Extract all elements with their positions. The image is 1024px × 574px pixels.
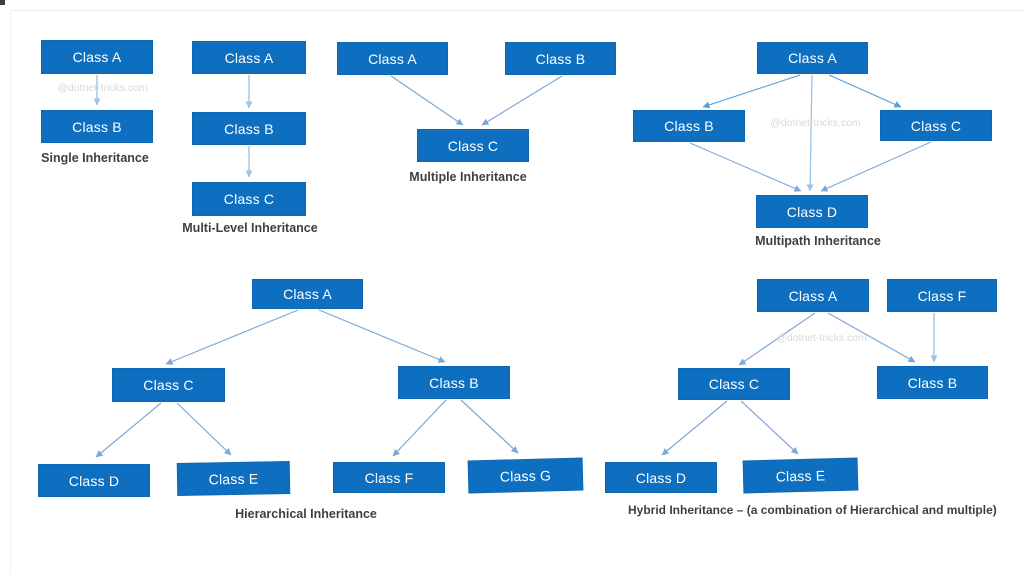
node-hier-class-a: Class A [252,279,363,309]
arrow-multipath-c-d [820,141,932,192]
slide-frame-left [10,10,11,574]
node-single-class-b: Class B [41,110,153,143]
slide-frame-top [10,10,1024,11]
node-hybrid-class-d: Class D [605,462,717,493]
node-multiple-class-a: Class A [337,42,448,75]
node-hier-class-g: Class G [467,457,584,494]
watermark-single: @dotnet-tricks.com [57,82,148,94]
arrow-hier-c-e [176,402,232,456]
node-multilevel-class-b: Class B [192,112,306,145]
node-multipath-class-c: Class C [880,110,992,141]
node-multiple-class-b: Class B [505,42,616,75]
node-hier-class-d: Class D [38,464,150,497]
arrow-multipath-a-c [828,74,902,108]
arrow-hier-c-d [95,402,162,458]
node-hybrid-class-b: Class B [877,366,988,399]
arrow-multipath-a-b [702,74,801,109]
arrow-hybrid-c-d [661,400,728,456]
node-multipath-class-b: Class B [633,110,745,142]
node-multiple-class-c: Class C [417,129,529,162]
node-hybrid-class-e: Class E [742,457,859,494]
node-hybrid-class-f: Class F [887,279,997,312]
arrow-hier-b-g [460,399,519,454]
node-hier-class-b: Class B [398,366,510,399]
arrow-hier-a-c [165,309,299,365]
watermark-multipath: @dotnet-tricks.com [770,117,861,129]
node-hier-class-c: Class C [112,368,225,402]
caption-multipath-inheritance: Multipath Inheritance [755,234,881,248]
corner-mark [0,0,5,5]
caption-hybrid-inheritance: Hybrid Inheritance – (a combination of H… [628,503,997,517]
caption-multiple-inheritance: Multiple Inheritance [409,170,527,184]
caption-hierarchical-inheritance: Hierarchical Inheritance [235,507,377,521]
arrow-hier-a-b [318,309,446,363]
arrow-hier-b-f [392,399,447,457]
node-multilevel-class-c: Class C [192,182,306,216]
node-single-class-a: Class A [41,40,153,74]
node-multilevel-class-a: Class A [192,41,306,74]
node-hier-class-f: Class F [333,462,445,493]
arrow-multipath-b-d [689,142,802,192]
node-multipath-class-d: Class D [756,195,868,228]
node-multipath-class-a: Class A [757,42,868,74]
arrow-multipath-a-d [806,74,814,192]
node-hybrid-class-a: Class A [757,279,869,312]
arrow-multiple-b-c [481,75,563,126]
caption-multilevel-inheritance: Multi-Level Inheritance [182,221,318,235]
node-hybrid-class-c: Class C [678,368,790,400]
arrow-multiple-a-c [390,75,464,126]
watermark-hybrid: @dotnet-tricks.com [776,332,867,344]
node-hier-class-e: Class E [176,461,291,496]
arrow-hybrid-c-e [740,400,799,455]
caption-single-inheritance: Single Inheritance [41,151,149,165]
